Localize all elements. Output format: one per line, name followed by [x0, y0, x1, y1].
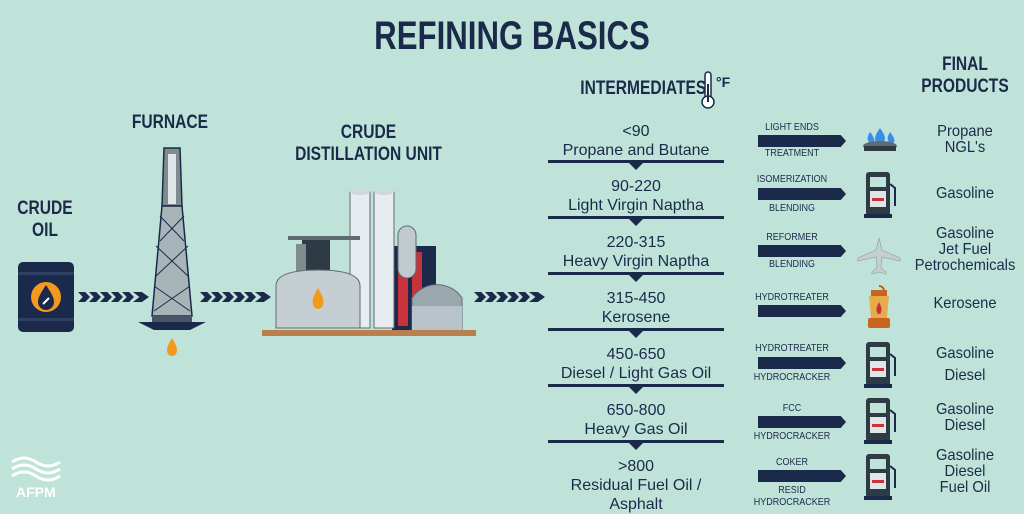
row-divider-arrow — [629, 275, 643, 282]
flow-arrow-cdu-to-intermediates — [474, 292, 545, 302]
fuel-pump-icon — [864, 172, 896, 218]
distillation-unit-icon — [262, 189, 476, 336]
process-arrow — [758, 470, 846, 482]
airplane-icon — [857, 237, 901, 275]
temperature-unit: °F — [716, 74, 731, 90]
cdu-label: CRUDE DISTILLATION UNIT — [295, 122, 442, 165]
gas-burner-icon — [863, 128, 897, 151]
fuel-pump-icon — [864, 342, 896, 388]
row-divider-arrow — [629, 387, 643, 394]
crude-oil-label: CRUDE OIL — [17, 198, 73, 241]
process-arrow — [758, 416, 846, 428]
process-label-bottom: HYDROCRACKER — [753, 372, 831, 383]
process-label-top: REFORMER — [766, 232, 818, 243]
furnace-icon — [138, 147, 206, 356]
final-products-header: FINAL PRODUCTS — [921, 54, 1009, 97]
process-arrow — [758, 188, 846, 200]
process-label-top: HYDROTREATER — [755, 292, 829, 303]
process-arrow — [758, 357, 846, 369]
process-arrow — [758, 245, 846, 257]
product-label-4: Kerosene — [933, 295, 997, 312]
product-label-2: Gasoline — [935, 185, 995, 202]
flow-arrow-furnace-to-cdu — [200, 292, 271, 302]
process-label-top: ISOMERIZATION — [756, 174, 828, 185]
flame-icon — [167, 338, 177, 356]
page-title: REFINING BASICS — [374, 14, 650, 58]
row-divider-arrow — [629, 219, 643, 226]
row-divider-arrow — [629, 163, 643, 170]
row-divider-arrow — [629, 443, 643, 450]
afpm-logo-text: AFPM — [16, 484, 56, 500]
process-label-bottom: HYDROCRACKER — [753, 431, 831, 442]
process-arrow — [758, 305, 846, 317]
afpm-logo-icon — [11, 456, 61, 482]
row-divider — [548, 272, 724, 275]
process-label-top: HYDROTREATER — [755, 343, 829, 354]
oil-barrel-icon — [18, 262, 74, 332]
process-label-top: FCC — [782, 403, 802, 414]
flow-arrow-crude-to-furnace — [78, 292, 149, 302]
process-label-bottom: TREATMENT — [764, 148, 820, 159]
row-divider — [548, 328, 724, 331]
process-label-bottom: BLENDING — [768, 259, 816, 270]
row-divider — [548, 160, 724, 163]
fuel-pump-icon — [864, 398, 896, 444]
process-label-bottom: BLENDING — [768, 203, 816, 214]
fuel-pump-icon — [864, 454, 896, 500]
process-label-top: COKER — [775, 457, 809, 468]
lantern-icon — [868, 285, 890, 328]
furnace-label: FURNACE — [131, 112, 209, 133]
row-divider-arrow — [629, 331, 643, 338]
process-arrow — [758, 135, 846, 147]
process-label-bottom: RESID HYDROCRACKER — [753, 485, 831, 508]
intermediates-header: INTERMEDIATES — [580, 78, 707, 99]
row-divider — [548, 440, 724, 443]
row-divider — [548, 384, 724, 387]
thermometer-icon — [701, 71, 715, 109]
row-divider — [548, 216, 724, 219]
